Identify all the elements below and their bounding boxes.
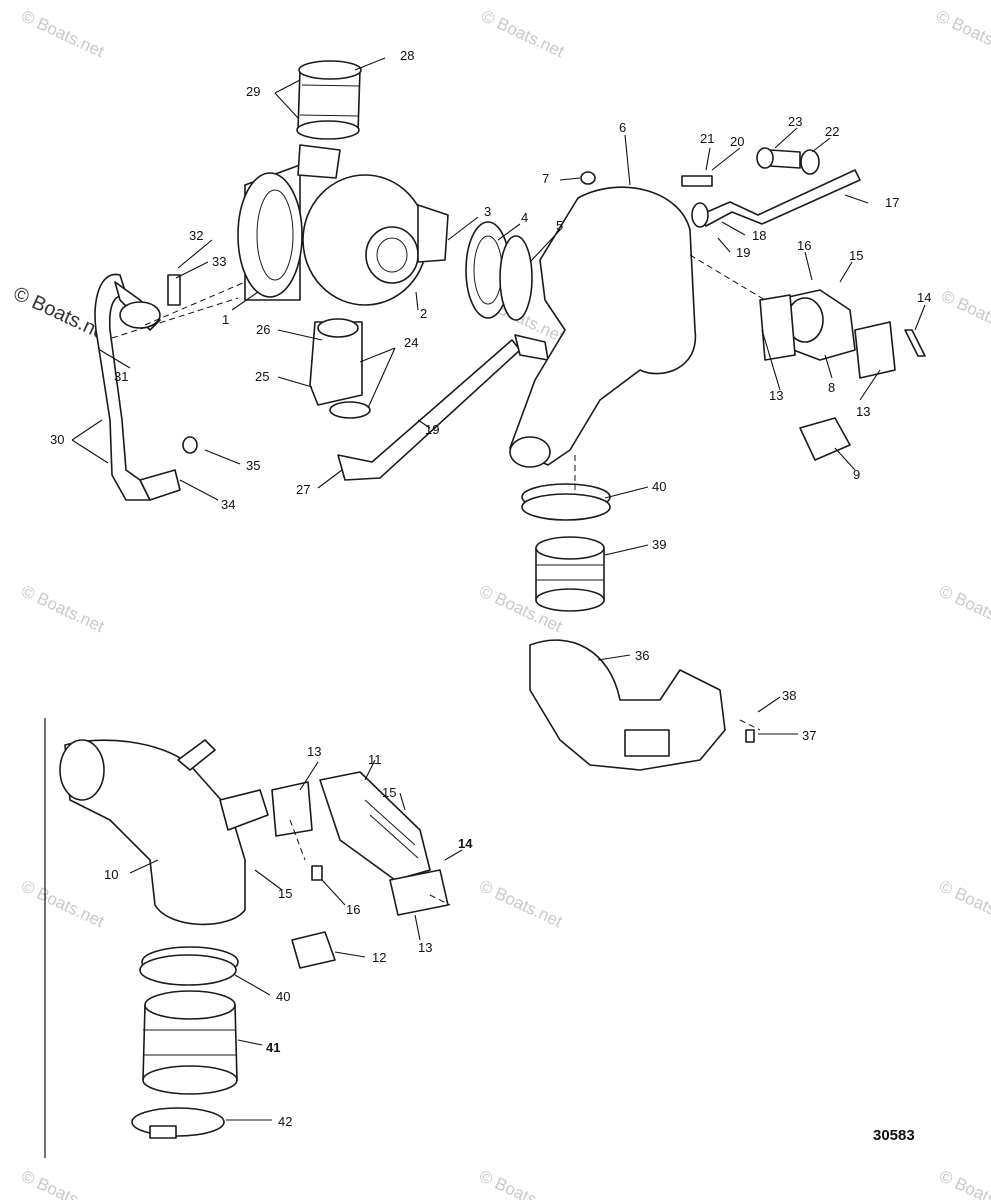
callout-14b: 14 [458, 836, 473, 851]
exhaust-elbow-36 [529, 639, 726, 771]
intake-boot-28 [296, 60, 362, 140]
callout-14: 14 [917, 290, 931, 305]
inset-plug-12 [291, 931, 336, 969]
callout-19a: 19 [736, 245, 750, 260]
callout-10: 10 [104, 867, 118, 882]
inset-elbow-10 [59, 739, 246, 926]
inset-hose-41 [142, 990, 238, 1095]
watermark: © Boats.net [18, 1166, 107, 1200]
watermark: © Boats.net [933, 6, 991, 61]
callout-29: 29 [246, 84, 260, 99]
leader-lines [71, 57, 926, 1121]
nut-7 [580, 171, 596, 185]
callout-16b: 16 [346, 902, 360, 917]
watermark: © Boats.net [18, 6, 107, 61]
callout-22: 22 [825, 124, 839, 139]
inset-gasket-13b [389, 869, 449, 916]
clamp-40 [521, 483, 611, 521]
callout-11: 11 [368, 752, 382, 767]
callout-20: 20 [730, 134, 744, 149]
callout-4: 4 [521, 210, 528, 225]
callout-12: 12 [372, 950, 386, 965]
callout-7: 7 [542, 171, 549, 186]
callout-41: 41 [266, 1040, 280, 1055]
bolt-14 [904, 329, 926, 357]
callout-26: 26 [256, 322, 270, 337]
callout-27: 27 [296, 482, 310, 497]
turbocharger-1 [237, 144, 449, 306]
callout-13d: 13 [418, 940, 432, 955]
callout-3: 3 [484, 204, 491, 219]
callout-8: 8 [828, 380, 835, 395]
callout-6: 6 [619, 120, 626, 135]
callout-31: 31 [114, 369, 128, 384]
callout-5: 5 [556, 218, 563, 233]
hose-39 [535, 536, 605, 612]
callout-23: 23 [788, 114, 802, 129]
watermark: © Boats.net [476, 876, 565, 931]
callout-9: 9 [853, 467, 860, 482]
inset-gasket-13a [271, 781, 313, 837]
adapter-25-26 [309, 318, 371, 419]
callout-33: 33 [212, 254, 226, 269]
callout-37: 37 [802, 728, 816, 743]
callout-35: 35 [246, 458, 260, 473]
assembly-lines [111, 254, 766, 906]
callout-28: 28 [400, 48, 414, 63]
callout-34: 34 [221, 497, 235, 512]
bolt-37-38 [745, 729, 755, 743]
gasket-13 [759, 294, 896, 379]
watermark: © Boats.net [478, 6, 567, 61]
fitting-20-21 [681, 175, 713, 187]
watermark: © Boats.net [18, 876, 107, 931]
inset-bolt-16 [311, 865, 323, 881]
callout-32: 32 [189, 228, 203, 243]
callout-19b: 19 [425, 422, 439, 437]
callout-18: 18 [752, 228, 766, 243]
callout-40b: 40 [276, 989, 290, 1004]
callout-13c: 13 [307, 744, 321, 759]
callout-1: 1 [222, 312, 229, 327]
elbow-6 [509, 186, 697, 468]
callout-40a: 40 [652, 479, 666, 494]
callout-13b: 13 [856, 404, 870, 419]
callout-39: 39 [652, 537, 666, 552]
inset-clamp-42 [131, 1107, 225, 1139]
watermark: © Boats.net [936, 876, 991, 931]
inset-thermostat-11 [319, 771, 431, 881]
watermark: © Boats.net [936, 1166, 991, 1200]
callout-38: 38 [782, 688, 796, 703]
inset-fitting-15 [219, 789, 269, 831]
callout-15b: 15 [382, 785, 396, 800]
fitting-32-33 [167, 274, 181, 306]
thermostat-housing-8 [774, 289, 856, 361]
inset-clamp-40 [139, 946, 239, 986]
callout-15c: 15 [278, 886, 292, 901]
figure-number: 30583 [873, 1127, 915, 1144]
callout-17: 17 [885, 195, 899, 210]
oil-feed-hose-30-31 [94, 273, 198, 501]
callouts: 28 29 3 4 5 6 7 21 20 23 22 17 18 19 16 … [50, 48, 931, 1129]
callout-13a: 13 [769, 388, 783, 403]
callout-24: 24 [404, 335, 418, 350]
callout-21: 21 [700, 131, 714, 146]
watermark: © Boats.net [936, 581, 991, 636]
watermark: © Boats.net [938, 286, 991, 341]
callout-16: 16 [797, 238, 811, 253]
watermark: © Boats.net [18, 581, 107, 636]
callout-36: 36 [635, 648, 649, 663]
callout-30: 30 [50, 432, 64, 447]
watermark: © Boats.net [476, 1166, 565, 1200]
gasket-3-4-5 [465, 221, 533, 321]
callout-25: 25 [255, 369, 269, 384]
fitting-22-23 [756, 147, 820, 175]
water-tube-17 [691, 169, 861, 228]
callout-15: 15 [849, 248, 863, 263]
callout-42: 42 [278, 1114, 292, 1129]
plug-9 [799, 417, 851, 461]
callout-2: 2 [420, 306, 427, 321]
